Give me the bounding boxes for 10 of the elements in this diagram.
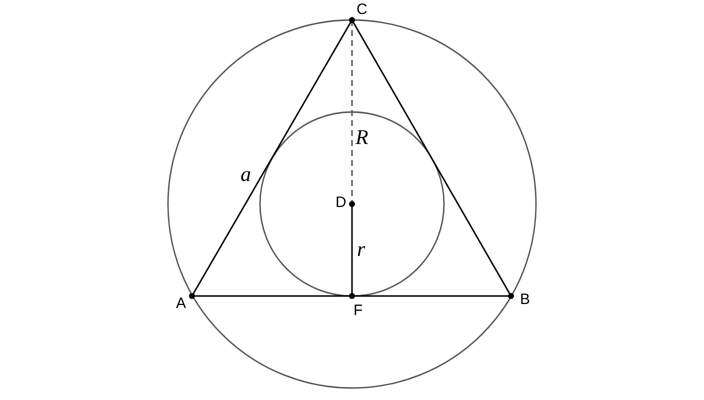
radius-line (351, 204, 353, 296)
point-label: A (176, 296, 186, 312)
point-label: D (336, 195, 346, 211)
point-label: B (520, 292, 530, 308)
triangle-side (192, 295, 511, 297)
triangle-side (191, 20, 353, 296)
radius-line (351, 20, 353, 204)
point-label: C (356, 2, 368, 18)
triangle-side (351, 20, 512, 296)
point-label: F (354, 303, 363, 319)
